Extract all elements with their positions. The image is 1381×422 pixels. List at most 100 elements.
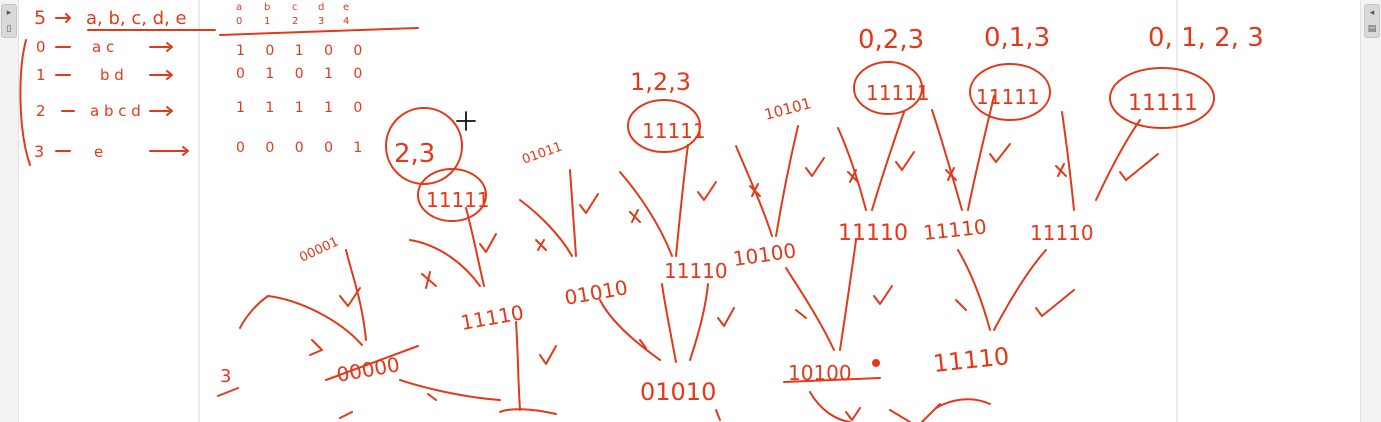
underline xyxy=(219,27,419,36)
right-toolbar: ◂▤ xyxy=(1360,0,1381,422)
node-01010-b: 01010 xyxy=(640,378,716,406)
reject-mark xyxy=(421,271,437,289)
arrow-icon xyxy=(149,146,189,156)
col-c: c xyxy=(292,2,298,13)
branch xyxy=(775,125,799,237)
left-toolbar: ▸▯ xyxy=(0,0,19,422)
set-members-3: e xyxy=(94,143,103,161)
circle xyxy=(1109,67,1215,129)
branch xyxy=(689,283,709,361)
answer-4: 0,1,3 xyxy=(984,23,1050,53)
idx-4: 4 xyxy=(343,16,349,27)
check-mark xyxy=(805,157,825,177)
reject-mark xyxy=(795,309,807,319)
branch xyxy=(837,127,867,211)
branch-up xyxy=(345,249,367,341)
bits-row-3: 0 0 0 0 1 xyxy=(236,140,370,156)
elements-label: a, b, c, d, e xyxy=(86,8,187,29)
check-mark xyxy=(717,307,735,327)
dot xyxy=(872,359,880,367)
circle xyxy=(417,168,487,222)
idx-3: 3 xyxy=(318,16,324,27)
branch xyxy=(661,283,677,363)
reject-mark xyxy=(955,299,967,311)
cursor-crosshair-icon xyxy=(456,111,476,131)
node-11111-c: 11111 xyxy=(866,81,930,105)
node-11111-d: 11111 xyxy=(976,85,1040,109)
reject-mark xyxy=(629,209,641,223)
node-11110-c: 11110 xyxy=(838,221,908,246)
root-node: 00000 xyxy=(335,352,402,387)
circle xyxy=(627,99,701,153)
branch xyxy=(809,391,851,422)
node-01011: 01011 xyxy=(520,140,564,168)
branch xyxy=(409,239,481,287)
bits-row-2: 1 1 1 1 0 xyxy=(236,100,370,116)
check-mark xyxy=(989,143,1011,163)
reject-mark xyxy=(1055,163,1067,177)
answer-3: 0,2,3 xyxy=(858,25,924,55)
branch xyxy=(715,409,721,421)
collapse-icon[interactable]: ◂▤ xyxy=(1364,4,1380,38)
check-mark xyxy=(873,285,893,305)
reject-mark xyxy=(309,339,323,356)
branch-up xyxy=(515,321,521,411)
side-number: 3 xyxy=(220,366,231,387)
underline xyxy=(217,387,239,397)
underline xyxy=(783,377,881,383)
set-index-1: 1 xyxy=(36,66,46,84)
set-index-3: 3 xyxy=(34,142,44,161)
play-icon[interactable]: ▸▯ xyxy=(1,4,17,38)
node-10100: 10100 xyxy=(731,238,797,271)
reject-mark xyxy=(945,167,957,181)
circle xyxy=(853,61,923,115)
idx-2: 2 xyxy=(292,16,298,27)
branch xyxy=(465,207,485,287)
reject-mark xyxy=(749,183,761,197)
underline xyxy=(325,345,419,381)
page-edge-left xyxy=(198,0,200,422)
branch xyxy=(519,199,573,257)
circle xyxy=(385,107,463,185)
branch xyxy=(935,398,991,409)
reject-mark xyxy=(427,393,437,401)
branch xyxy=(785,267,835,351)
check-mark xyxy=(539,345,557,365)
check-mark xyxy=(1035,289,1075,317)
node-11110-b: 11110 xyxy=(664,259,728,283)
branch-right xyxy=(399,379,501,401)
branch xyxy=(957,249,991,331)
page-edge-right xyxy=(1176,0,1178,422)
partial-stroke xyxy=(339,408,557,419)
answer-2: 1,2,3 xyxy=(630,68,691,96)
arrow-icon xyxy=(149,106,173,116)
col-a: a xyxy=(236,2,242,13)
check-mark xyxy=(579,193,599,214)
col-b: b xyxy=(264,2,270,13)
branch xyxy=(993,249,1047,331)
reject-mark xyxy=(847,169,859,183)
branch xyxy=(921,403,941,422)
branch xyxy=(569,169,577,257)
check-mark xyxy=(339,287,361,307)
reject-mark xyxy=(845,407,861,421)
set-index-2: 2 xyxy=(36,102,46,120)
set-members-2: a b c d xyxy=(90,102,141,120)
branch-left xyxy=(239,295,363,346)
brace xyxy=(19,39,31,166)
branch xyxy=(1061,111,1075,211)
set-index-0: 0 xyxy=(36,38,46,56)
check-mark xyxy=(895,151,915,171)
node-11111-e: 11111 xyxy=(1128,91,1198,116)
check-mark xyxy=(479,233,497,253)
bits-row-0: 1 0 1 0 0 xyxy=(236,43,370,59)
reject-mark xyxy=(535,239,547,251)
node-11111-b: 11111 xyxy=(642,119,706,143)
set-members-1: b d xyxy=(100,66,124,84)
node-10101: 10101 xyxy=(762,94,813,124)
branch xyxy=(619,171,673,257)
branch xyxy=(839,239,857,351)
count-label: 5 xyxy=(34,7,46,29)
col-e: e xyxy=(343,2,349,13)
node-00001: 00001 xyxy=(297,235,341,266)
